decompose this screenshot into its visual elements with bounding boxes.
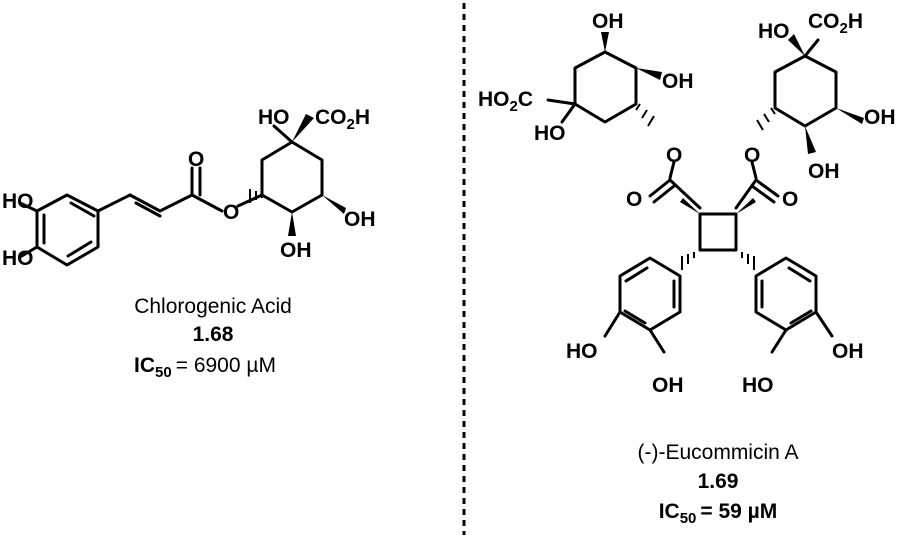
atom-oh: OH xyxy=(864,106,896,129)
atom-sub: 2 xyxy=(510,98,518,115)
svg-text:CO2H: CO2H xyxy=(315,106,370,133)
atom-h: H xyxy=(355,106,370,129)
atom-oh: OH xyxy=(280,239,312,262)
eucommicin-a-caption: (-)-Eucommicin A 1.69 IC50= 59 µM xyxy=(637,441,798,527)
ic-sub: 50 xyxy=(155,364,172,381)
chlorogenic-acid-atom-labels: HO CO2H O O OH OH HO HO xyxy=(2,106,376,270)
atom-sub: 2 xyxy=(840,20,848,37)
ic-value: = 6900 µM xyxy=(176,354,276,377)
atom-oh: OH xyxy=(808,160,840,183)
atom-ester-o: O xyxy=(223,201,239,224)
compound-name: Chlorogenic Acid xyxy=(134,295,292,318)
chlorogenic-acid-caption: Chlorogenic Acid 1.68 IC50= 6900 µM xyxy=(134,295,292,381)
atom-oh: OH xyxy=(832,340,864,363)
atom-ho: HO xyxy=(2,247,34,270)
compound-number: 1.68 xyxy=(193,323,234,346)
atom-carbonyl-o: O xyxy=(188,148,204,171)
svg-text:IC50= 6900 µM: IC50= 6900 µM xyxy=(134,354,276,381)
atom-ho: HO xyxy=(258,106,290,129)
atom-oh: OH xyxy=(652,374,684,397)
svg-text:CO2H: CO2H xyxy=(808,10,863,37)
atom-ho: HO xyxy=(534,122,566,145)
atom-oh: OH xyxy=(662,70,694,93)
atom-co: CO xyxy=(315,106,347,129)
atom-ho: HO xyxy=(478,88,510,111)
atom-co: CO xyxy=(808,10,840,33)
svg-text:HO2C: HO2C xyxy=(478,88,533,115)
ic-label: IC xyxy=(134,354,155,377)
atom-c: C xyxy=(518,88,533,111)
atom-carbonyl-o: O xyxy=(782,188,798,211)
compound-name: (-)-Eucommicin A xyxy=(637,441,798,464)
atom-ho: HO xyxy=(758,20,790,43)
atom-ho: HO xyxy=(566,340,598,363)
atom-sub: 2 xyxy=(347,116,355,133)
eucommicin-a-structure xyxy=(546,32,864,354)
atom-ester-o: O xyxy=(666,144,682,167)
atom-ester-o: O xyxy=(744,144,760,167)
ic-label: IC xyxy=(659,500,680,523)
compound-number: 1.69 xyxy=(698,470,739,493)
atom-oh: OH xyxy=(344,208,376,231)
atom-carbonyl-o: O xyxy=(626,188,642,211)
atom-ho: HO xyxy=(742,374,774,397)
atom-oh: OH xyxy=(592,10,624,33)
chlorogenic-acid-structure xyxy=(18,114,346,267)
atom-h: H xyxy=(848,10,863,33)
atom-ho: HO xyxy=(2,190,34,213)
ic-sub: 50 xyxy=(680,510,697,527)
ic-value: = 59 µM xyxy=(700,500,777,523)
eucommicin-a-atom-labels: OH OH HO2C HO HO CO2H OH OH O O O O HO O… xyxy=(478,10,896,397)
svg-text:IC50= 59 µM: IC50= 59 µM xyxy=(659,500,778,527)
